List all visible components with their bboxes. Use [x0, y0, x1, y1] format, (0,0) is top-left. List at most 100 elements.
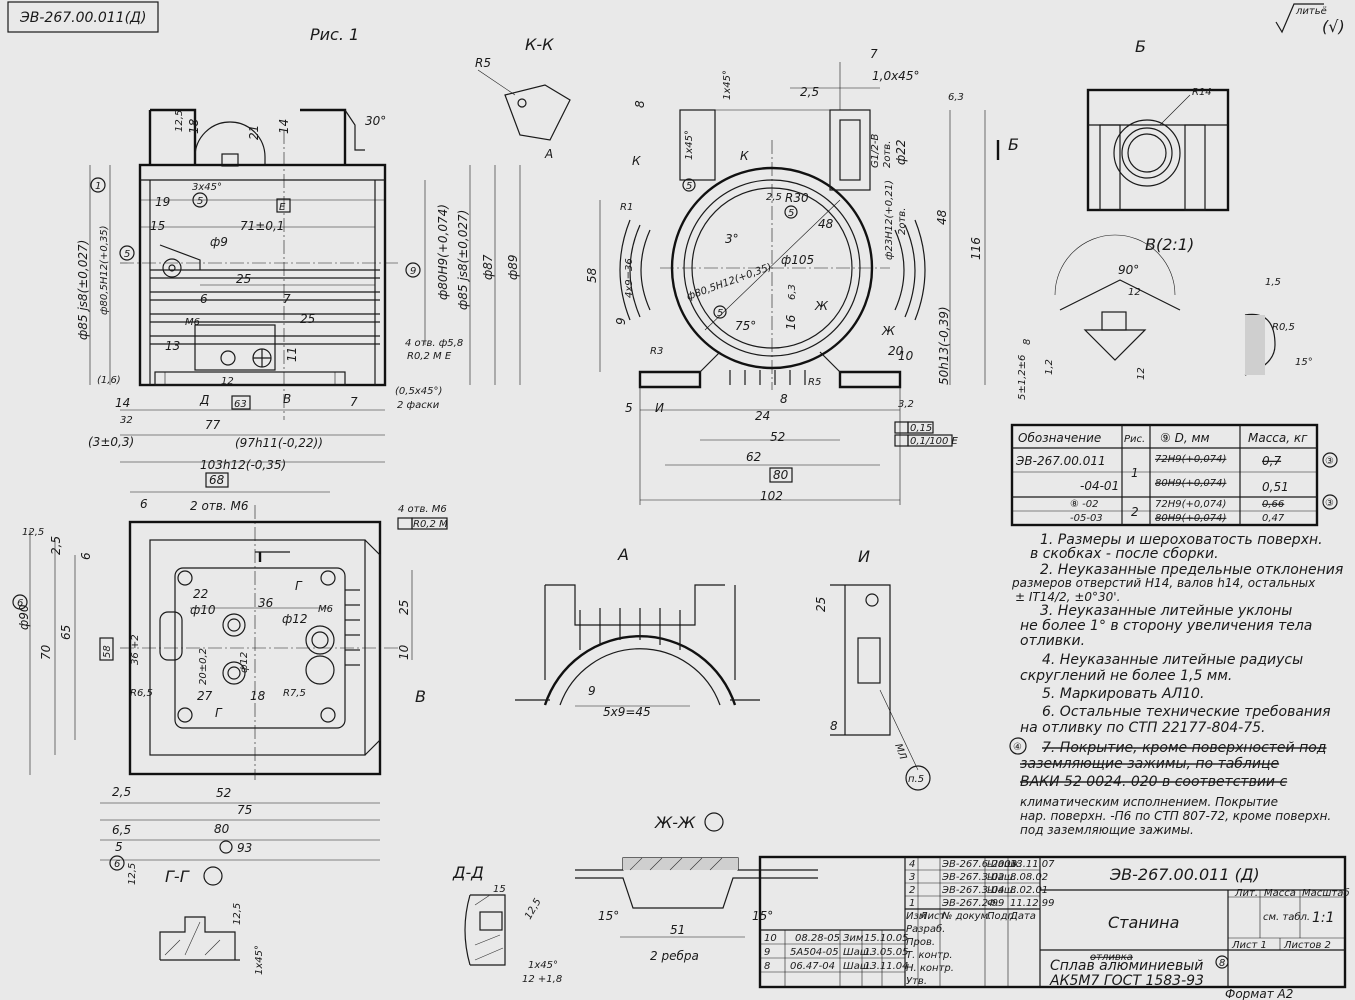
dim-plan-26: 27 [197, 689, 213, 703]
tb-chg-2-doc: ЭВ-267.3-02 [941, 872, 1004, 883]
tb-chg-4-doc: ЭВ-267.2-99 [941, 898, 1004, 909]
dim-front-16: 13 [165, 339, 180, 353]
stamp-text: ЭВ-267.00.011(Д) [19, 10, 146, 26]
tb-role-razrab: Разраб. [906, 923, 945, 935]
tb-role-prov: Пров. [906, 937, 935, 948]
tb-left-2-n: 9 [764, 947, 770, 958]
dim-v-7: 12 [1136, 367, 1147, 380]
dim-kk-9: К [740, 149, 749, 163]
note-1b: в скобках - после сборки. [1030, 546, 1219, 562]
table-row-3-m: 0,66 [1262, 499, 1284, 510]
dim-dd-3: 1x45° [528, 960, 558, 971]
tb-left-1-sign: Зим [843, 933, 864, 944]
note-7c: ВАКИ 52 0024. 020 в соответствии с [1020, 774, 1287, 790]
dim-kk-38: И [655, 401, 664, 415]
table-row-1-des: ЭВ-267.00.011 [1015, 454, 1106, 468]
tb-left-1-doc: 08.28-05 [795, 933, 840, 944]
note-7f: под заземляющие зажимы. [1020, 823, 1194, 837]
dim-kk-22: R5 [808, 377, 821, 388]
table-row-1-fig: 1 [1131, 466, 1139, 480]
dim-i-3: п.5 [908, 774, 924, 785]
dim-a-1: 9 [588, 684, 596, 698]
note-6a: 6. Остальные технические требования [1042, 704, 1331, 720]
dim-kk-48: Б [1008, 135, 1019, 154]
dim-front-14: 25 [300, 312, 315, 326]
section-gg-label: Г-Г [165, 867, 190, 886]
tb-role-date: Дата [1009, 911, 1036, 922]
dim-plan-33: 80 [214, 822, 230, 836]
dim-kk-4: 1x45° [722, 70, 733, 100]
dim-kk-14: 3° [725, 232, 739, 246]
dim-front-40: Е [279, 202, 286, 213]
dim-kk-6: 8 [633, 100, 647, 108]
dim-kk-8: К [632, 154, 641, 168]
dim-kk-13: 48 [818, 217, 834, 231]
dim-v-2: 12 [1128, 287, 1141, 298]
dim-front-34: 2 фаски [397, 400, 440, 411]
dim-plan-27: 18 [250, 689, 266, 703]
note-7a: 7. Покрытие, кроме поверхностей под [1042, 740, 1326, 756]
dim-plan-34: 93 [237, 841, 252, 855]
tb-doc-number: ЭВ-267.00.011 (Д) [1109, 865, 1260, 884]
detail-v-label: В(2:1) [1145, 235, 1194, 254]
section-dd-label: Д-Д [452, 863, 484, 882]
callout-kk-5b: 5 [788, 208, 794, 219]
tb-mass-val: см. табл. [1263, 911, 1310, 923]
dim-plan-14: 22 [193, 587, 208, 601]
dim-front-21: 77 [205, 418, 221, 432]
tb-material-mark: 8 [1219, 958, 1225, 969]
tb-sheet: Лист 1 [1231, 940, 1267, 951]
tb-left-1-date: 15.10.05 [864, 933, 909, 944]
note-7d: климатическим исполнением. Покрытие [1020, 795, 1278, 809]
dim-kk-21: R3 [650, 346, 663, 357]
callout-5b: 5 [197, 196, 203, 207]
dim-front-38: 63 [234, 399, 247, 410]
dim-zh-3: 51 [670, 923, 685, 937]
note-3a: 3. Неуказанные литейные уклоны [1040, 603, 1292, 619]
dim-kk-11: 2,5 [766, 192, 782, 203]
tb-role-sign: Подп. [987, 911, 1017, 922]
dim-kk-26: Ж [881, 324, 896, 338]
dim-v-1: 90° [1118, 263, 1139, 277]
tb-left-2-date: 13.05.05 [864, 947, 909, 958]
tb-chg-1-doc: ЭВ-267.6-2003 [941, 859, 1017, 870]
dim-front-7: 19 [155, 195, 170, 209]
dim-plan-6: 12,5 [22, 527, 44, 538]
dim-v-6: 8 [1022, 339, 1033, 345]
dim-v-4: R0,5 [1272, 322, 1295, 333]
table-header-d: ⑨ D, мм [1160, 431, 1210, 445]
section-zhzh-circle-icon [704, 812, 724, 832]
table-header-des: Обозначение [1018, 431, 1101, 445]
dim-front-13: 7 [283, 292, 291, 306]
dim-zh-1: 15° [598, 909, 619, 923]
tb-chg-3-date: 8.02.01 [1010, 885, 1048, 896]
dim-front-32: R0,2 M E [407, 351, 452, 362]
view-i-label: И [858, 547, 870, 566]
plan-view: 68 6 2 отв. М6 4 отв. М6 R0,2 M 12,5 2,5… [12, 472, 448, 885]
table-row-3-d: 72H9(+0,074) [1155, 499, 1226, 510]
dim-plan-10: 65 [59, 625, 73, 640]
dim-kk-37: 5 [625, 401, 633, 415]
tb-left-3-sign: Шаш. [843, 961, 872, 972]
tb-chg-4-sign: Ф. [987, 898, 999, 909]
tb-left-3-date: 13.11.04 [864, 961, 909, 972]
dim-kk-29: 48 [935, 209, 949, 225]
dim-kk-16: 4x9=36 [624, 258, 635, 298]
dim-i-1: 25 [814, 597, 828, 612]
tb-left-1-n: 10 [764, 933, 777, 944]
dim-plan-23: Г [295, 579, 303, 593]
technical-notes: 1. Размеры и шероховатость поверхн. в ск… [1009, 532, 1343, 837]
tb-chg-1-n: 4 [909, 859, 915, 870]
dim-kk-28: 10 [898, 349, 914, 363]
dim-plan-36: 5 [115, 840, 123, 854]
note-4a: 4. Неуказанные литейные радиусы [1042, 652, 1303, 668]
note-2c: ± IT14/2, ±0°30'. [1015, 590, 1120, 604]
section-gg-circle-icon [203, 866, 223, 886]
tb-chg-2-sign: Шаш. [987, 872, 1016, 883]
dim-kk-24: 6,3 [787, 284, 798, 300]
dim-i-4: МЛ [892, 742, 908, 761]
dim-plan-4: 4 отв. М6 [398, 504, 447, 515]
dim-plan-24: Г [215, 706, 223, 720]
dim-front-30: ф89 [506, 254, 520, 280]
dim-kk-12: R30 [785, 191, 809, 205]
